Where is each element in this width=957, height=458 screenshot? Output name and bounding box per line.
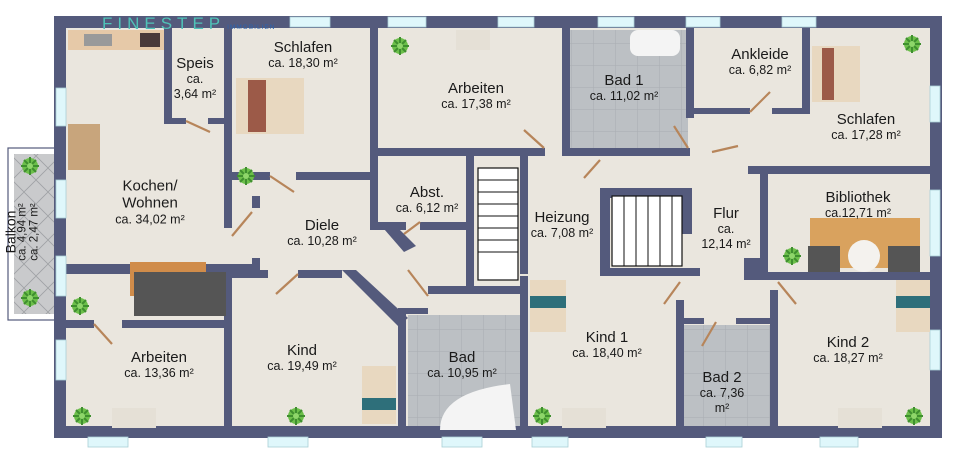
logo-brand: FINESTEP <box>102 14 226 33</box>
room-label-balkon: Balkon ca. 4,94 m² ca. 2,47 m² <box>2 203 41 261</box>
room-label-kind-1: Kind 1 ca. 18,40 m² <box>572 329 642 361</box>
room-label-bibliothek: Bibliothek ca.12,71 m² <box>824 189 892 221</box>
room-label-kochen-wohnen: Kochen/ Wohnen ca. 34,02 m² <box>115 177 185 227</box>
room-label-arbeiten-2: Arbeiten ca. 13,36 m² <box>124 349 194 381</box>
room-label-arbeiten-1: Arbeiten ca. 17,38 m² <box>441 80 511 112</box>
room-label-abst: Abst. ca. 6,12 m² <box>395 184 459 216</box>
room-label-schlafen-1: Schlafen ca. 18,30 m² <box>268 39 338 71</box>
room-label-diele: Diele ca. 10,28 m² <box>287 217 357 249</box>
room-label-flur: Flur ca. 12,14 m² <box>701 205 751 251</box>
room-label-speis: Speis ca. 3,64 m² <box>173 55 217 101</box>
room-label-kind-2: Kind 2 ca. 18,27 m² <box>813 334 883 366</box>
brand-logo: FINESTEP IMMOBILIEN <box>102 12 275 34</box>
logo-suffix: IMMOBILIEN <box>227 24 276 31</box>
room-label-bad-2: Bad 2 ca. 7,36 m² <box>699 369 745 415</box>
windows <box>55 16 941 448</box>
room-label-heizung: Heizung ca. 7,08 m² <box>530 209 594 241</box>
balkon-floor <box>14 154 54 314</box>
doors <box>93 91 797 347</box>
room-label-bad-1: Bad 1 ca. 11,02 m² <box>589 72 659 104</box>
room-label-kind: Kind ca. 19,49 m² <box>267 342 337 374</box>
room-label-ankleide: Ankleide ca. 6,82 m² <box>728 46 792 78</box>
room-label-schlafen-2: Schlafen ca. 17,28 m² <box>831 111 901 143</box>
room-label-bad: Bad ca. 10,95 m² <box>427 349 497 381</box>
